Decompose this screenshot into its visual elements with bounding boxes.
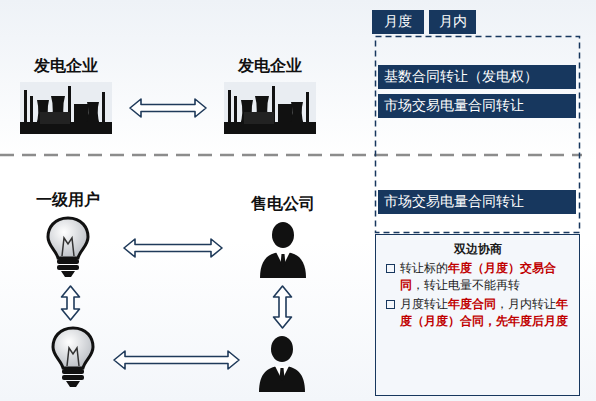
icon-wrap	[18, 82, 114, 134]
lightbulb-icon	[46, 216, 90, 278]
note-panel: 双边协商转让标的年度（月度）交易合同，转让电量不能再转月度转让年度合同，月内转让…	[375, 234, 580, 396]
bullet-item: 月度转让年度合同，月内转让年度（月度）合同，先年度后月度	[384, 296, 571, 330]
bar-text: 基数合同转让（发电权）	[384, 68, 538, 86]
double-arrow	[114, 351, 239, 369]
period-tab: 月度	[372, 10, 424, 34]
contract-box: 市场交易电量合同转让	[378, 190, 576, 214]
bullet-item: 转让标的年度（月度）交易合同，转让电量不能再转	[384, 260, 571, 294]
icon-wrap	[238, 220, 328, 278]
power-company: 发电企业	[222, 56, 318, 134]
node-label: 一级用户	[28, 190, 108, 210]
icon-wrap	[28, 216, 108, 278]
highlight: 年度（月度）交易合同	[400, 261, 556, 292]
separator-line	[0, 154, 582, 157]
dashed-panel	[376, 37, 580, 233]
contract-box: 基数合同转让（发电权）	[378, 65, 576, 89]
icon-wrap	[48, 326, 98, 388]
person-icon	[257, 334, 307, 392]
power-plant-icon	[20, 82, 112, 134]
icon-wrap	[255, 334, 309, 392]
bullet-text: 月度转让年度合同，月内转让年度（月度）合同，先年度后月度	[400, 297, 568, 328]
highlight: 年度合同	[448, 297, 496, 311]
first-level-user: 一级用户	[28, 190, 108, 280]
tab-text: 月度	[384, 13, 412, 31]
contract-box: 市场交易电量合同转让	[378, 94, 576, 118]
retail-company: 售电公司	[238, 194, 328, 280]
double-arrow	[124, 239, 222, 257]
lightbulb-icon	[51, 326, 95, 388]
double-arrow	[62, 286, 80, 320]
retail-company	[255, 334, 309, 394]
bar-text: 市场交易电量合同转让	[384, 97, 524, 115]
power-company: 发电企业	[18, 56, 114, 134]
double-arrow	[130, 99, 206, 117]
panel-title: 双边协商	[384, 241, 571, 258]
node-label: 售电公司	[238, 194, 328, 214]
icon-wrap	[222, 82, 318, 134]
node-label: 发电企业	[222, 56, 318, 76]
tab-text: 月内	[439, 13, 467, 31]
node-label: 发电企业	[18, 56, 114, 76]
bullet-text: 转让标的年度（月度）交易合同，转让电量不能再转	[400, 261, 556, 292]
period-tab: 月内	[429, 10, 476, 34]
power-plant-icon	[224, 82, 316, 134]
bar-text: 市场交易电量合同转让	[384, 193, 524, 211]
bullet-square	[386, 264, 395, 273]
person-icon	[258, 220, 308, 278]
bullet-square	[386, 300, 395, 309]
user	[48, 326, 98, 390]
double-arrow	[274, 286, 292, 328]
